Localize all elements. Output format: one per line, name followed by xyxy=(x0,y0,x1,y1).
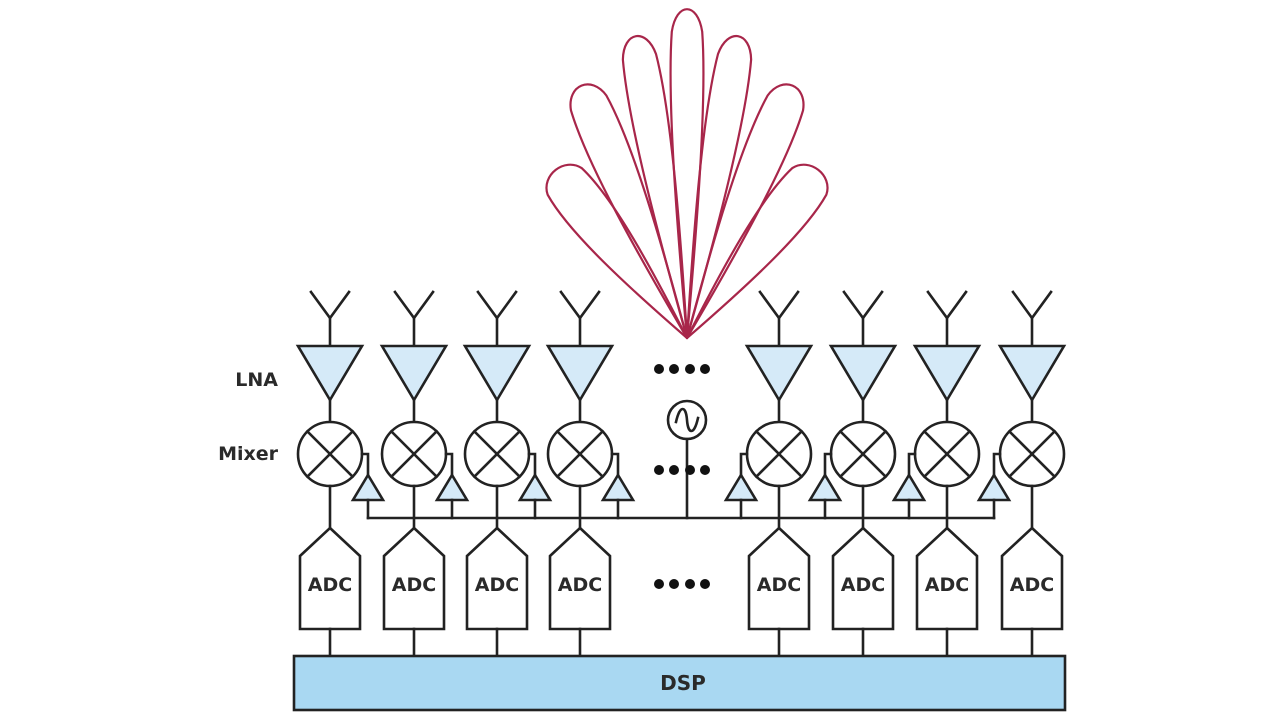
dot xyxy=(669,465,679,475)
beam-lobe-2 xyxy=(569,83,689,340)
adc-label: ADC xyxy=(308,574,352,596)
lna-amplifier-icon xyxy=(828,344,898,403)
mixer-icon xyxy=(463,420,531,488)
antenna-icon xyxy=(393,290,435,348)
center-elements xyxy=(654,364,710,589)
dot xyxy=(669,579,679,589)
ellipsis-dots-2 xyxy=(654,465,710,475)
adc-label: ADC xyxy=(1010,574,1054,596)
antenna-icon xyxy=(758,290,800,348)
dsp-block: DSP xyxy=(292,654,1067,712)
adc-block: ADC xyxy=(465,526,529,631)
lo-buffer-icon xyxy=(517,452,553,520)
channel-5: ADC xyxy=(723,290,814,658)
adc-label: ADC xyxy=(392,574,436,596)
lo-buffer-icon xyxy=(723,452,759,520)
mixer-icon xyxy=(998,420,1066,488)
ellipsis-dots-3 xyxy=(654,579,710,589)
beam-lobe-1 xyxy=(545,163,689,340)
channel-7: ADC xyxy=(891,290,982,658)
adc-block: ADC xyxy=(915,526,979,631)
dot xyxy=(700,364,710,374)
adc-block: ADC xyxy=(382,526,446,631)
adc-label: ADC xyxy=(475,574,519,596)
beam-pattern xyxy=(545,8,829,340)
dot xyxy=(669,364,679,374)
lna-amplifier-icon xyxy=(997,344,1067,403)
lo-buffer-icon xyxy=(891,452,927,520)
beam-lobe-7 xyxy=(685,163,829,340)
mixer-icon xyxy=(546,420,614,488)
receiver-channels: ADC ADC ADC ADC ADC ADC ADC ADC xyxy=(295,290,1067,658)
adc-block: ADC xyxy=(747,526,811,631)
lo-buffer-icon xyxy=(600,452,636,520)
antenna-icon xyxy=(1011,290,1053,348)
channel-2: ADC xyxy=(379,290,470,658)
dsp-box xyxy=(292,654,1067,712)
mixer-label: Mixer xyxy=(218,443,279,465)
channel-3: ADC xyxy=(462,290,553,658)
dot xyxy=(700,465,710,475)
adc-block: ADC xyxy=(298,526,362,631)
ellipsis-dots-1 xyxy=(654,364,710,374)
oscillator-icon xyxy=(666,399,708,441)
lo-buffer-icon xyxy=(350,452,386,520)
lna-amplifier-icon xyxy=(379,344,449,403)
adc-block: ADC xyxy=(1000,526,1064,631)
adc-block: ADC xyxy=(831,526,895,631)
lna-amplifier-icon xyxy=(462,344,532,403)
adc-block: ADC xyxy=(548,526,612,631)
beam-lobe-5 xyxy=(685,34,753,340)
channel-1: ADC xyxy=(295,290,386,658)
mixer-icon xyxy=(380,420,448,488)
mixer-icon xyxy=(296,420,364,488)
mixer-icon xyxy=(913,420,981,488)
lo-buffer-icon xyxy=(976,452,1012,520)
lo-buffer-icon xyxy=(807,452,843,520)
antenna-icon xyxy=(476,290,518,348)
mixer-icon xyxy=(745,420,813,488)
dot xyxy=(654,364,664,374)
antenna-icon xyxy=(842,290,884,348)
dot xyxy=(685,465,695,475)
lo-buffer-icon xyxy=(434,452,470,520)
lna-amplifier-icon xyxy=(744,344,814,403)
channel-4: ADC xyxy=(545,290,636,658)
dot xyxy=(685,364,695,374)
beam-lobe-6 xyxy=(685,83,805,340)
dot xyxy=(654,465,664,475)
dsp-label: DSP xyxy=(660,671,706,695)
lna-amplifier-icon xyxy=(912,344,982,403)
lna-amplifier-icon xyxy=(295,344,365,403)
channel-6: ADC xyxy=(807,290,898,658)
dot xyxy=(654,579,664,589)
adc-label: ADC xyxy=(841,574,885,596)
dot xyxy=(700,579,710,589)
dot xyxy=(685,579,695,589)
lna-label: LNA xyxy=(235,369,278,391)
antenna-icon xyxy=(926,290,968,348)
adc-label: ADC xyxy=(757,574,801,596)
adc-label: ADC xyxy=(925,574,969,596)
channel-8: ADC xyxy=(976,290,1067,658)
lna-amplifier-icon xyxy=(545,344,615,403)
mixer-icon xyxy=(829,420,897,488)
antenna-icon xyxy=(309,290,351,348)
antenna-icon xyxy=(559,290,601,348)
adc-label: ADC xyxy=(558,574,602,596)
